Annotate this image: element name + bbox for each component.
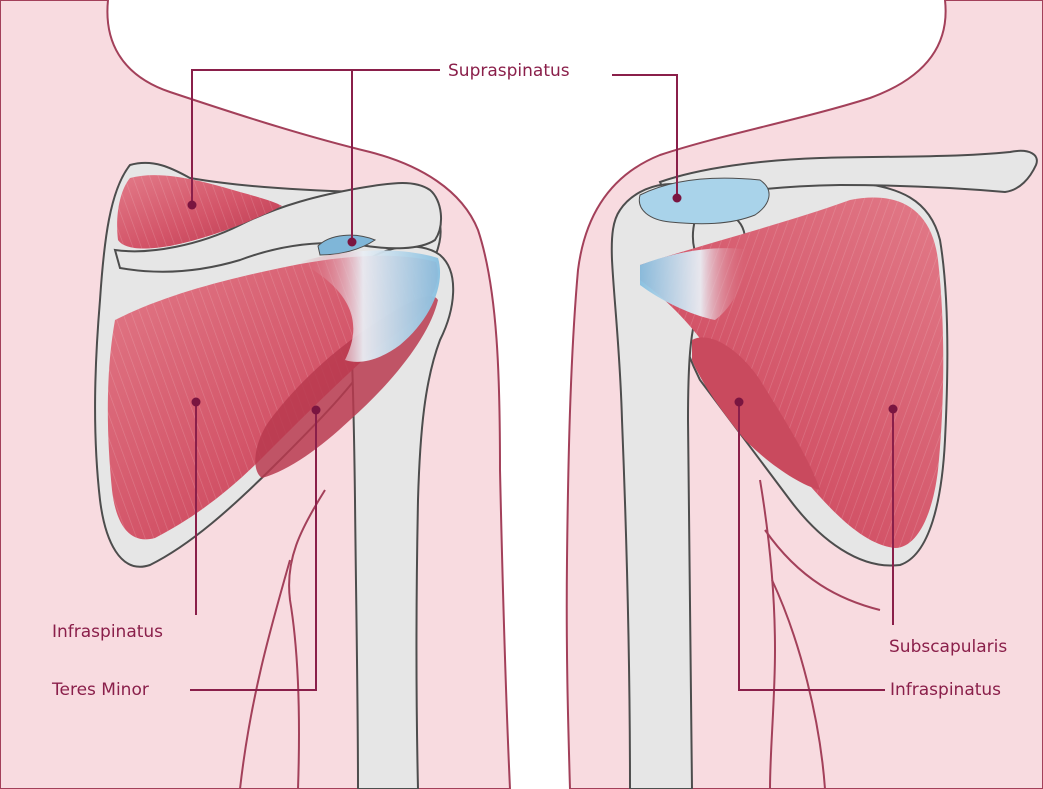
label-supraspinatus: Supraspinatus — [448, 61, 570, 81]
label-infraspinatus-left: Infraspinatus — [52, 622, 163, 642]
marker-right-subscapularis — [889, 405, 898, 414]
label-subscapularis: Subscapularis — [889, 637, 1007, 657]
marker-left-teres-minor — [312, 406, 321, 415]
label-infraspinatus-right: Infraspinatus — [890, 680, 1001, 700]
marker-right-infraspinatus — [735, 398, 744, 407]
marker-left-supraspinatus-tendon — [348, 238, 357, 247]
marker-right-supraspinatus — [673, 194, 682, 203]
label-teres-minor: Teres Minor — [52, 680, 149, 700]
marker-left-supraspinatus — [188, 201, 197, 210]
marker-left-infraspinatus — [192, 398, 201, 407]
